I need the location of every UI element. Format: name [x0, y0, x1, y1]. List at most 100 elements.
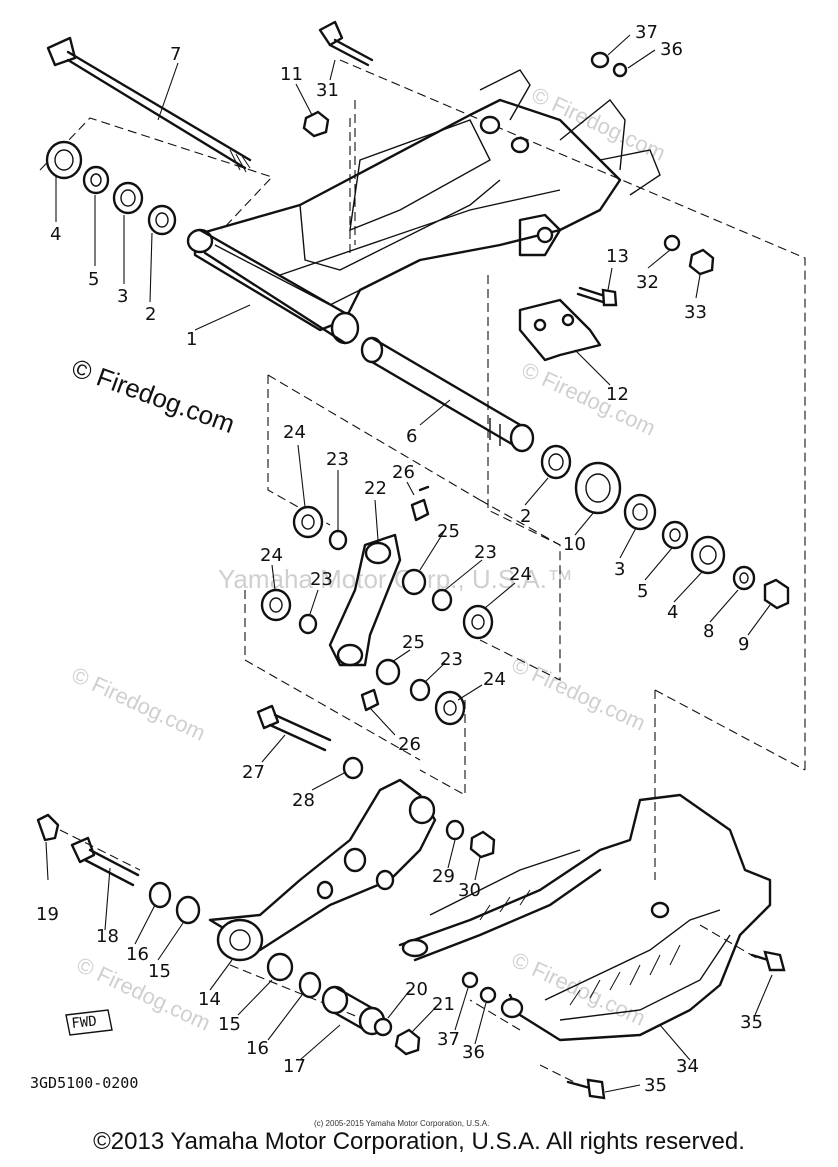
- callout-23-c: 23: [310, 569, 333, 590]
- callout-8: 8: [703, 621, 714, 642]
- collar-16-left: [148, 881, 172, 909]
- bolt-35-right: [750, 950, 786, 972]
- collar-16-right: [298, 971, 322, 999]
- fwd-label: FWD: [71, 1013, 98, 1032]
- washer-29: [445, 819, 465, 841]
- callout-14: 14: [198, 989, 221, 1010]
- bushing-15-right: [266, 952, 294, 982]
- bolt-7: [46, 36, 252, 173]
- callout-2-left: 2: [145, 304, 156, 325]
- leader-lines: [45, 34, 773, 1093]
- firedog-label: © Firedog.com: [68, 352, 239, 439]
- bolt-13: [576, 286, 618, 307]
- callout-30: 30: [458, 880, 481, 901]
- bolt-27: [256, 704, 332, 752]
- callout-27: 27: [242, 762, 265, 783]
- callout-25-a: 25: [437, 521, 460, 542]
- callout-9: 9: [738, 634, 749, 655]
- grease-fittings-26: [360, 485, 430, 712]
- callout-37-bottom: 37: [437, 1029, 460, 1050]
- fwd-tag: FWD: [65, 1009, 113, 1036]
- callout-3-left: 3: [117, 286, 128, 307]
- washer-36-bottom: [479, 986, 497, 1004]
- callout-24-a: 24: [283, 422, 306, 443]
- small-copyright: (c) 2005-2015 Yamaha Motor Corporation, …: [314, 1119, 489, 1128]
- callout-34: 34: [676, 1056, 699, 1077]
- callout-33: 33: [684, 302, 707, 323]
- watermark-firedog-1: © Firedog.com: [528, 82, 670, 166]
- washer-32: [663, 234, 681, 252]
- callout-22: 22: [364, 478, 387, 499]
- collar-17: [321, 985, 386, 1036]
- right-bushings: [540, 444, 790, 610]
- shaft-6: [360, 336, 535, 453]
- link-rod-22: [328, 533, 402, 667]
- callout-5-left: 5: [88, 269, 99, 290]
- callout-28: 28: [292, 790, 315, 811]
- guard-34: [398, 793, 772, 1042]
- link-bushings: [260, 505, 494, 726]
- callout-4-right: 4: [667, 602, 678, 623]
- callout-23-d: 23: [440, 649, 463, 670]
- callout-20: 20: [405, 979, 428, 1000]
- callout-18: 18: [96, 926, 119, 947]
- nut-21: [394, 1028, 421, 1056]
- callout-26-b: 26: [398, 734, 421, 755]
- nut-11: [302, 110, 330, 138]
- callout-11: 11: [280, 64, 303, 85]
- nut-33: [688, 248, 715, 276]
- callout-32: 32: [636, 272, 659, 293]
- bolt-35-bottom: [566, 1078, 606, 1100]
- washer-20: [373, 1017, 393, 1037]
- callout-29: 29: [432, 866, 455, 887]
- callout-35-right: 35: [740, 1012, 763, 1033]
- callout-6: 6: [406, 426, 417, 447]
- callout-23-b: 23: [474, 542, 497, 563]
- watermark-firedog-3: © Firedog.com: [68, 662, 210, 746]
- washer-28: [342, 756, 364, 780]
- bushing-15-left: [175, 895, 201, 925]
- callout-37-top: 37: [635, 22, 658, 43]
- callout-31: 31: [316, 80, 339, 101]
- swingarm: [186, 69, 661, 345]
- callout-13: 13: [606, 246, 629, 267]
- bolt-31: [318, 20, 374, 67]
- nut-37-top: [590, 51, 610, 69]
- nut-37-bottom: [461, 971, 479, 989]
- callout-24-d: 24: [483, 669, 506, 690]
- callout-21: 21: [432, 994, 455, 1015]
- callout-4-left: 4: [50, 224, 61, 245]
- watermark-firedog-4: © Firedog.com: [508, 652, 650, 736]
- callout-25-b: 25: [402, 632, 425, 653]
- bracket-12: [518, 298, 602, 362]
- bolt-18: [70, 836, 140, 887]
- diagram-code: 3GD5100-0200: [30, 1074, 138, 1092]
- callout-23-a: 23: [326, 449, 349, 470]
- callout-12: 12: [606, 384, 629, 405]
- footer-copyright: ©2013 Yamaha Motor Corporation, U.S.A. A…: [93, 1128, 745, 1155]
- callout-24-b: 24: [509, 564, 532, 585]
- callout-10: 10: [563, 534, 586, 555]
- callout-2-right: 2: [520, 506, 531, 527]
- callout-16-a: 16: [126, 944, 149, 965]
- nut-30: [469, 830, 496, 859]
- callout-17: 17: [283, 1056, 306, 1077]
- left-bushings: [45, 140, 177, 236]
- rocker-arm-14: [208, 778, 437, 962]
- callout-26-a: 26: [392, 462, 415, 483]
- washer-36-top: [612, 62, 628, 78]
- callout-35-bottom: 35: [644, 1075, 667, 1096]
- callout-36-top: 36: [660, 39, 683, 60]
- fitting-19: [36, 813, 60, 842]
- watermark-firedog-2: © Firedog.com: [518, 357, 660, 441]
- callout-36-bottom: 36: [462, 1042, 485, 1063]
- callout-1: 1: [186, 329, 197, 350]
- callout-5-right: 5: [637, 581, 648, 602]
- callout-7: 7: [170, 44, 181, 65]
- callout-15-b: 15: [218, 1014, 241, 1035]
- callout-19: 19: [36, 904, 59, 925]
- callout-24-c: 24: [260, 545, 283, 566]
- callout-16-b: 16: [246, 1038, 269, 1059]
- callout-labels: 7 4 5 3 2 1 11 31 37 36 32 33 13 12 6 2 …: [36, 22, 763, 1096]
